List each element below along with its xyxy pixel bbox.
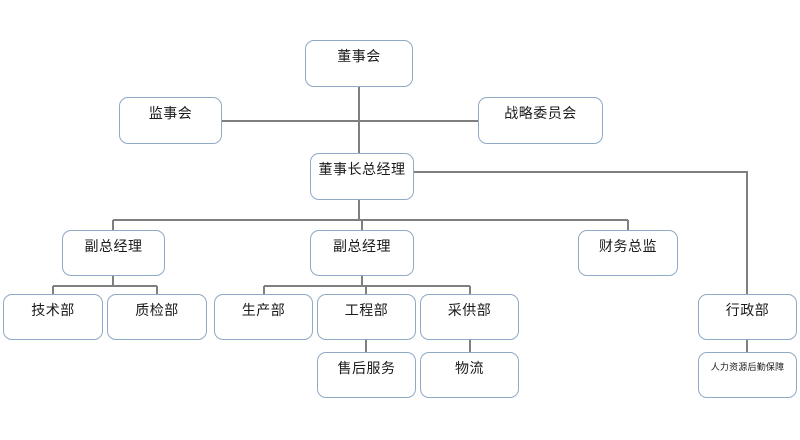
- node-logistics[interactable]: 物流: [420, 352, 519, 398]
- node-engineering-department[interactable]: 工程部: [317, 294, 416, 340]
- node-hr-logistics-support-label: 人力资源后勤保障: [710, 363, 785, 373]
- node-after-sales-service[interactable]: 售后服务: [317, 352, 416, 398]
- node-production-department[interactable]: 生产部: [214, 294, 313, 340]
- node-strategy-committee-label: 战略委员会: [504, 106, 577, 122]
- node-logistics-label: 物流: [455, 361, 484, 377]
- node-board[interactable]: 董事会: [305, 40, 413, 87]
- node-hr-logistics-support[interactable]: 人力资源后勤保障: [698, 352, 797, 398]
- node-deputy-general-manager-1[interactable]: 副总经理: [62, 230, 165, 276]
- node-after-sales-service-label: 售后服务: [337, 361, 396, 377]
- node-administration-department[interactable]: 行政部: [698, 294, 797, 340]
- node-supervisory-board-label: 监事会: [148, 106, 193, 122]
- node-board-label: 董事会: [337, 49, 381, 65]
- node-technology-department[interactable]: 技术部: [3, 294, 103, 340]
- node-chairman-general-manager-label: 董事长总经理: [318, 162, 406, 178]
- node-quality-inspection-department[interactable]: 质检部: [107, 294, 207, 340]
- node-supervisory-board[interactable]: 监事会: [119, 97, 222, 144]
- node-cfo[interactable]: 财务总监: [578, 230, 678, 276]
- node-engineering-department-label: 工程部: [344, 303, 389, 319]
- node-procurement-department[interactable]: 采供部: [420, 294, 519, 340]
- node-production-department-label: 生产部: [241, 303, 286, 319]
- node-deputy-general-manager-2[interactable]: 副总经理: [310, 230, 414, 276]
- node-cfo-label: 财务总监: [599, 239, 657, 255]
- node-deputy-general-manager-1-label: 副总经理: [84, 239, 143, 255]
- node-quality-inspection-department-label: 质检部: [135, 303, 179, 319]
- node-strategy-committee[interactable]: 战略委员会: [478, 97, 603, 144]
- node-procurement-department-label: 采供部: [447, 303, 492, 319]
- node-technology-department-label: 技术部: [31, 303, 75, 319]
- node-administration-department-label: 行政部: [725, 303, 770, 319]
- node-chairman-general-manager[interactable]: 董事长总经理: [310, 153, 414, 200]
- node-deputy-general-manager-2-label: 副总经理: [333, 239, 391, 255]
